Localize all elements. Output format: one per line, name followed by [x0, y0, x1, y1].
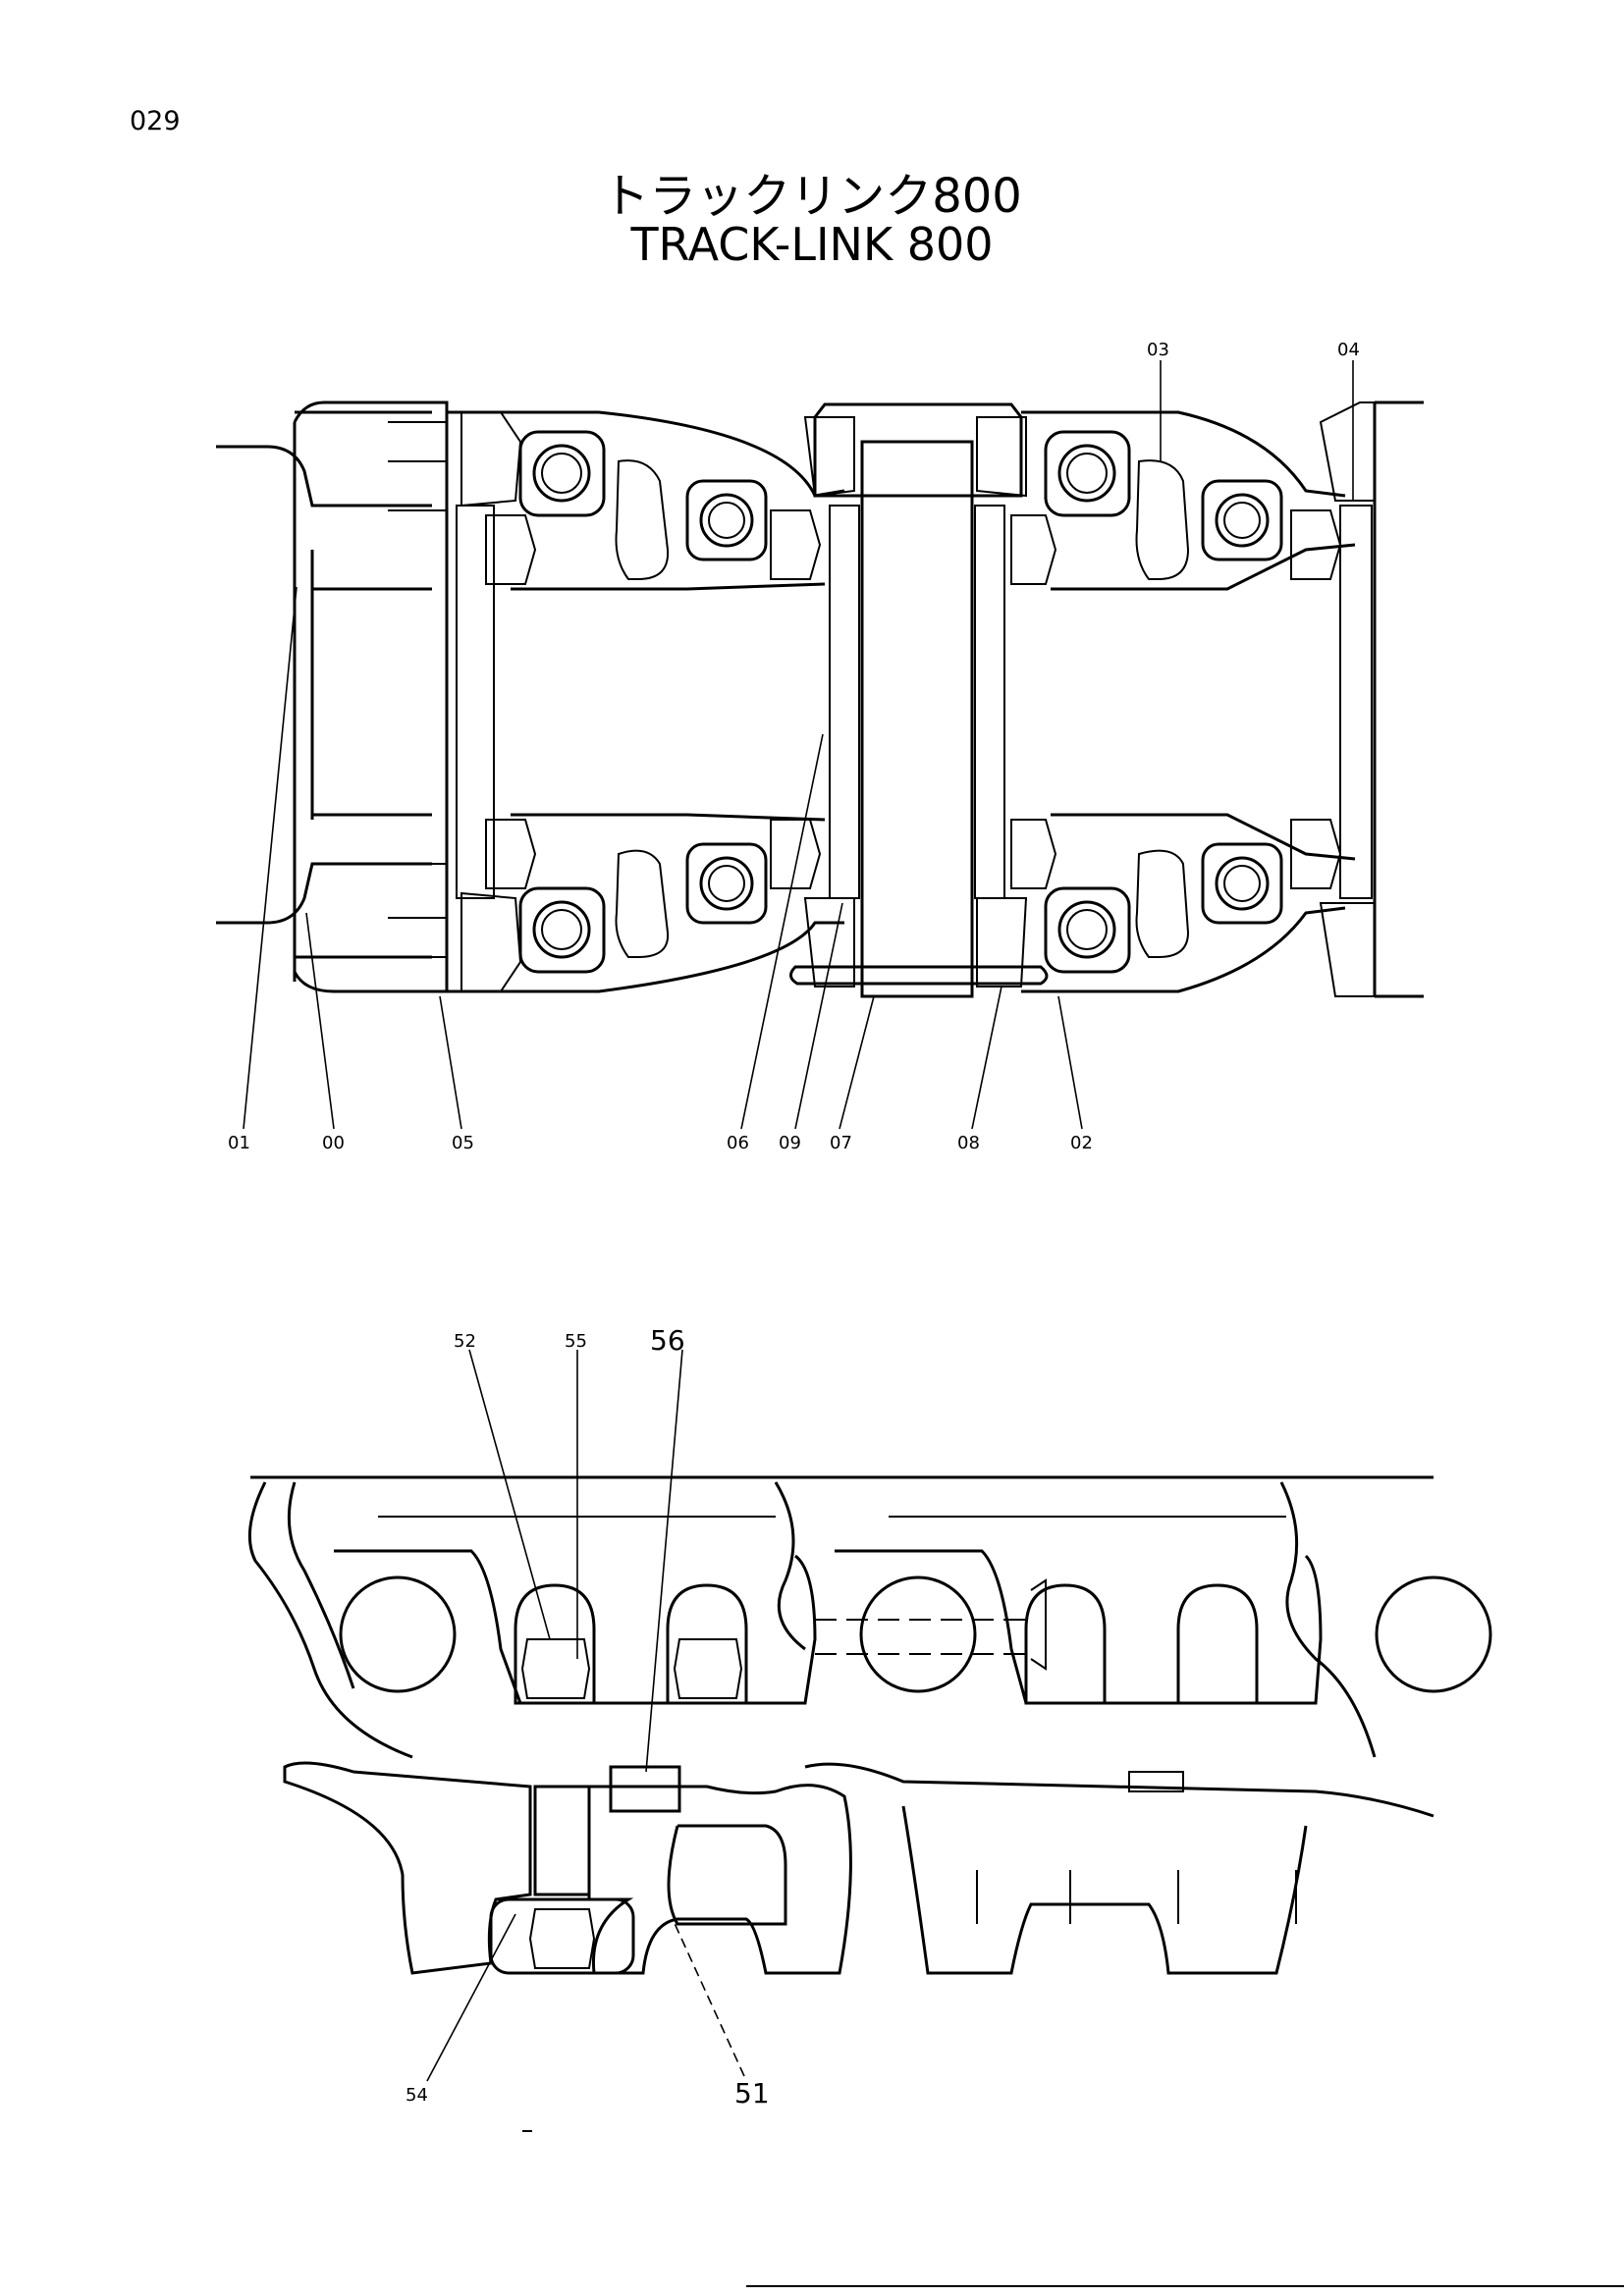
title-japanese: トラックリンク800: [602, 169, 1022, 224]
callout-51: 51: [734, 2077, 770, 2109]
callout-03: 03: [1147, 340, 1169, 360]
callout-07: 07: [830, 1133, 852, 1153]
callout-52: 52: [454, 1331, 476, 1352]
callout-01: 01: [228, 1133, 250, 1153]
callout-04: 04: [1337, 340, 1360, 360]
page-number: 029: [130, 106, 181, 136]
callout-05: 05: [452, 1133, 474, 1153]
callout-56: 56: [650, 1324, 685, 1357]
callout-54: 54: [406, 2085, 428, 2106]
track-link-top-view: 01 00 05 06 09 07 08 02 03 04: [216, 340, 1424, 1153]
callout-00: 00: [322, 1133, 345, 1153]
callout-02: 02: [1070, 1133, 1093, 1153]
callout-08: 08: [957, 1133, 980, 1153]
callout-55: 55: [565, 1331, 587, 1352]
title-english: TRACK-LINK 800: [630, 218, 994, 271]
track-link-side-view: 52 55 56 54 51: [247, 1324, 1492, 2109]
callout-09: 09: [779, 1133, 801, 1153]
callout-06: 06: [727, 1133, 749, 1153]
